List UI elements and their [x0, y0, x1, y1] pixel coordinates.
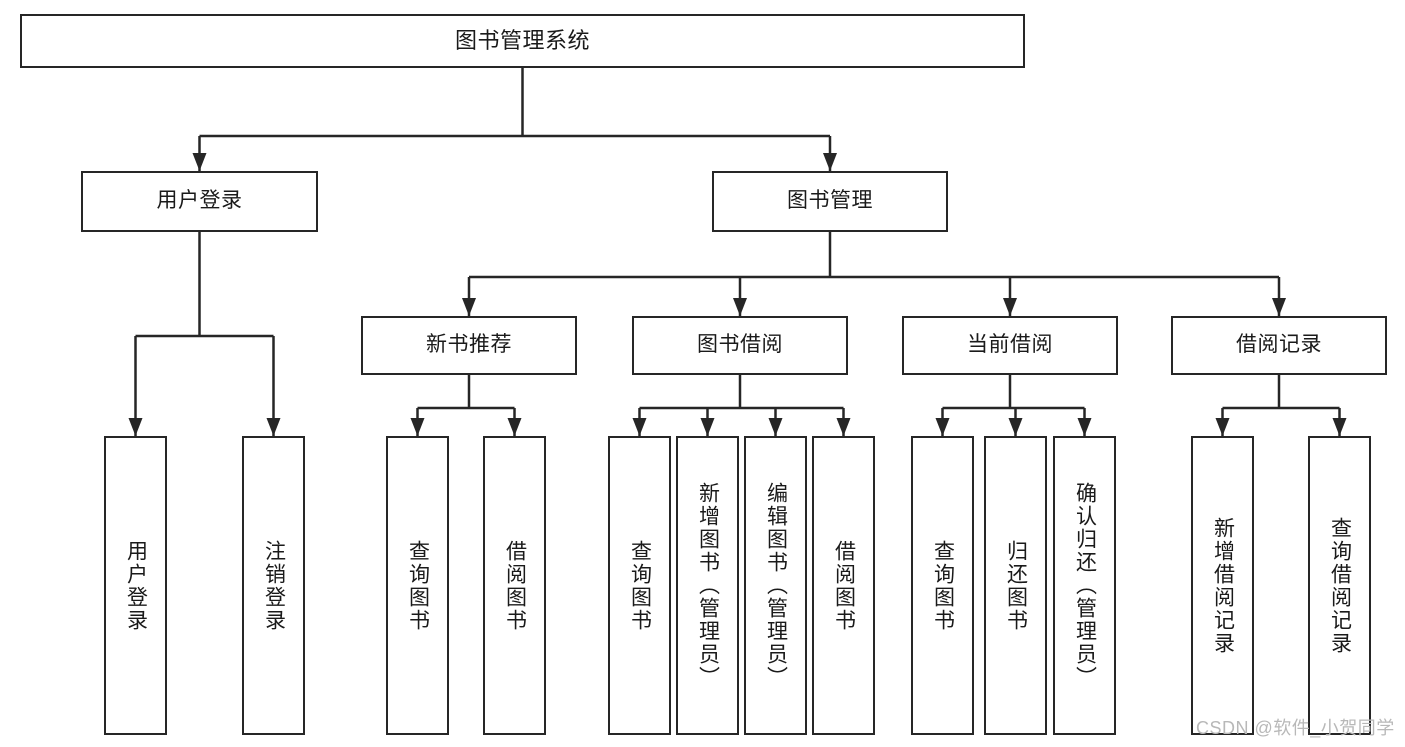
node-leaf-query-book-bor[interactable]: 查询图书	[608, 436, 671, 735]
arrow-head-leaf-borrow-book-rec	[507, 418, 522, 436]
arrow-head-leaf-logout	[266, 418, 281, 436]
node-label-leaf-edit-book: 编辑图书（管理员）	[764, 482, 788, 689]
node-label-leaf-user-login: 用户登录	[124, 539, 148, 632]
arrow-head-leaf-return-book	[1008, 418, 1023, 436]
arrow-head-leaf-query-record	[1332, 418, 1347, 436]
node-leaf-query-record[interactable]: 查询借阅记录	[1308, 436, 1371, 735]
node-label-book-manage: 图书管理	[787, 189, 873, 213]
arrow-head-leaf-confirm-return	[1077, 418, 1092, 436]
node-leaf-borrow-book[interactable]: 借阅图书	[812, 436, 875, 735]
node-label-borrow-record: 借阅记录	[1236, 333, 1322, 357]
node-borrow-record[interactable]: 借阅记录	[1171, 316, 1387, 375]
node-label-leaf-add-book: 新增图书（管理员）	[696, 482, 720, 689]
node-leaf-confirm-return[interactable]: 确认归还（管理员）	[1053, 436, 1116, 735]
node-leaf-user-login[interactable]: 用户登录	[104, 436, 167, 735]
node-label-leaf-logout: 注销登录	[262, 539, 286, 632]
arrow-head-borrow-record	[1272, 298, 1286, 316]
arrow-head-new-book-rec	[462, 298, 476, 316]
node-label-leaf-query-book-rec: 查询图书	[406, 539, 430, 632]
node-label-root: 图书管理系统	[454, 28, 590, 54]
node-leaf-query-book-cur[interactable]: 查询图书	[911, 436, 974, 735]
arrow-head-current-borrow	[1003, 298, 1017, 316]
arrow-head-book-borrow	[733, 298, 747, 316]
node-leaf-logout[interactable]: 注销登录	[242, 436, 305, 735]
node-current-borrow[interactable]: 当前借阅	[902, 316, 1118, 375]
node-leaf-borrow-book-rec[interactable]: 借阅图书	[483, 436, 546, 735]
node-leaf-add-record[interactable]: 新增借阅记录	[1191, 436, 1254, 735]
node-new-book-rec[interactable]: 新书推荐	[361, 316, 577, 375]
arrow-head-book-manage	[823, 153, 837, 171]
node-label-leaf-borrow-book-rec: 借阅图书	[503, 539, 527, 632]
node-label-new-book-rec: 新书推荐	[426, 333, 512, 357]
node-leaf-edit-book[interactable]: 编辑图书（管理员）	[744, 436, 807, 735]
node-leaf-add-book[interactable]: 新增图书（管理员）	[676, 436, 739, 735]
node-leaf-query-book-rec[interactable]: 查询图书	[386, 436, 449, 735]
node-leaf-return-book[interactable]: 归还图书	[984, 436, 1047, 735]
arrow-head-leaf-edit-book	[768, 418, 783, 436]
node-label-leaf-query-book-cur: 查询图书	[931, 539, 955, 632]
node-label-user-login: 用户登录	[156, 189, 243, 213]
node-label-leaf-add-record: 新增借阅记录	[1211, 516, 1235, 655]
node-label-leaf-query-book-bor: 查询图书	[628, 539, 652, 632]
node-label-current-borrow: 当前借阅	[967, 333, 1053, 357]
arrow-head-leaf-borrow-book	[836, 418, 851, 436]
node-label-leaf-return-book: 归还图书	[1004, 539, 1028, 632]
arrow-head-user-login	[192, 153, 207, 171]
node-label-book-borrow: 图书借阅	[697, 333, 783, 357]
arrow-head-leaf-user-login	[128, 418, 143, 436]
node-label-leaf-confirm-return: 确认归还（管理员）	[1073, 482, 1097, 689]
arrow-head-leaf-add-record	[1215, 418, 1230, 436]
arrow-head-leaf-add-book	[700, 418, 715, 436]
arrow-head-leaf-query-book-bor	[632, 418, 647, 436]
node-label-leaf-query-record: 查询借阅记录	[1328, 516, 1352, 655]
node-book-borrow[interactable]: 图书借阅	[632, 316, 848, 375]
node-book-manage[interactable]: 图书管理	[712, 171, 948, 232]
node-user-login[interactable]: 用户登录	[81, 171, 318, 232]
node-root[interactable]: 图书管理系统	[20, 14, 1025, 68]
arrow-head-leaf-query-book-rec	[410, 418, 425, 436]
arrow-head-leaf-query-book-cur	[935, 418, 950, 436]
node-label-leaf-borrow-book: 借阅图书	[832, 539, 856, 632]
